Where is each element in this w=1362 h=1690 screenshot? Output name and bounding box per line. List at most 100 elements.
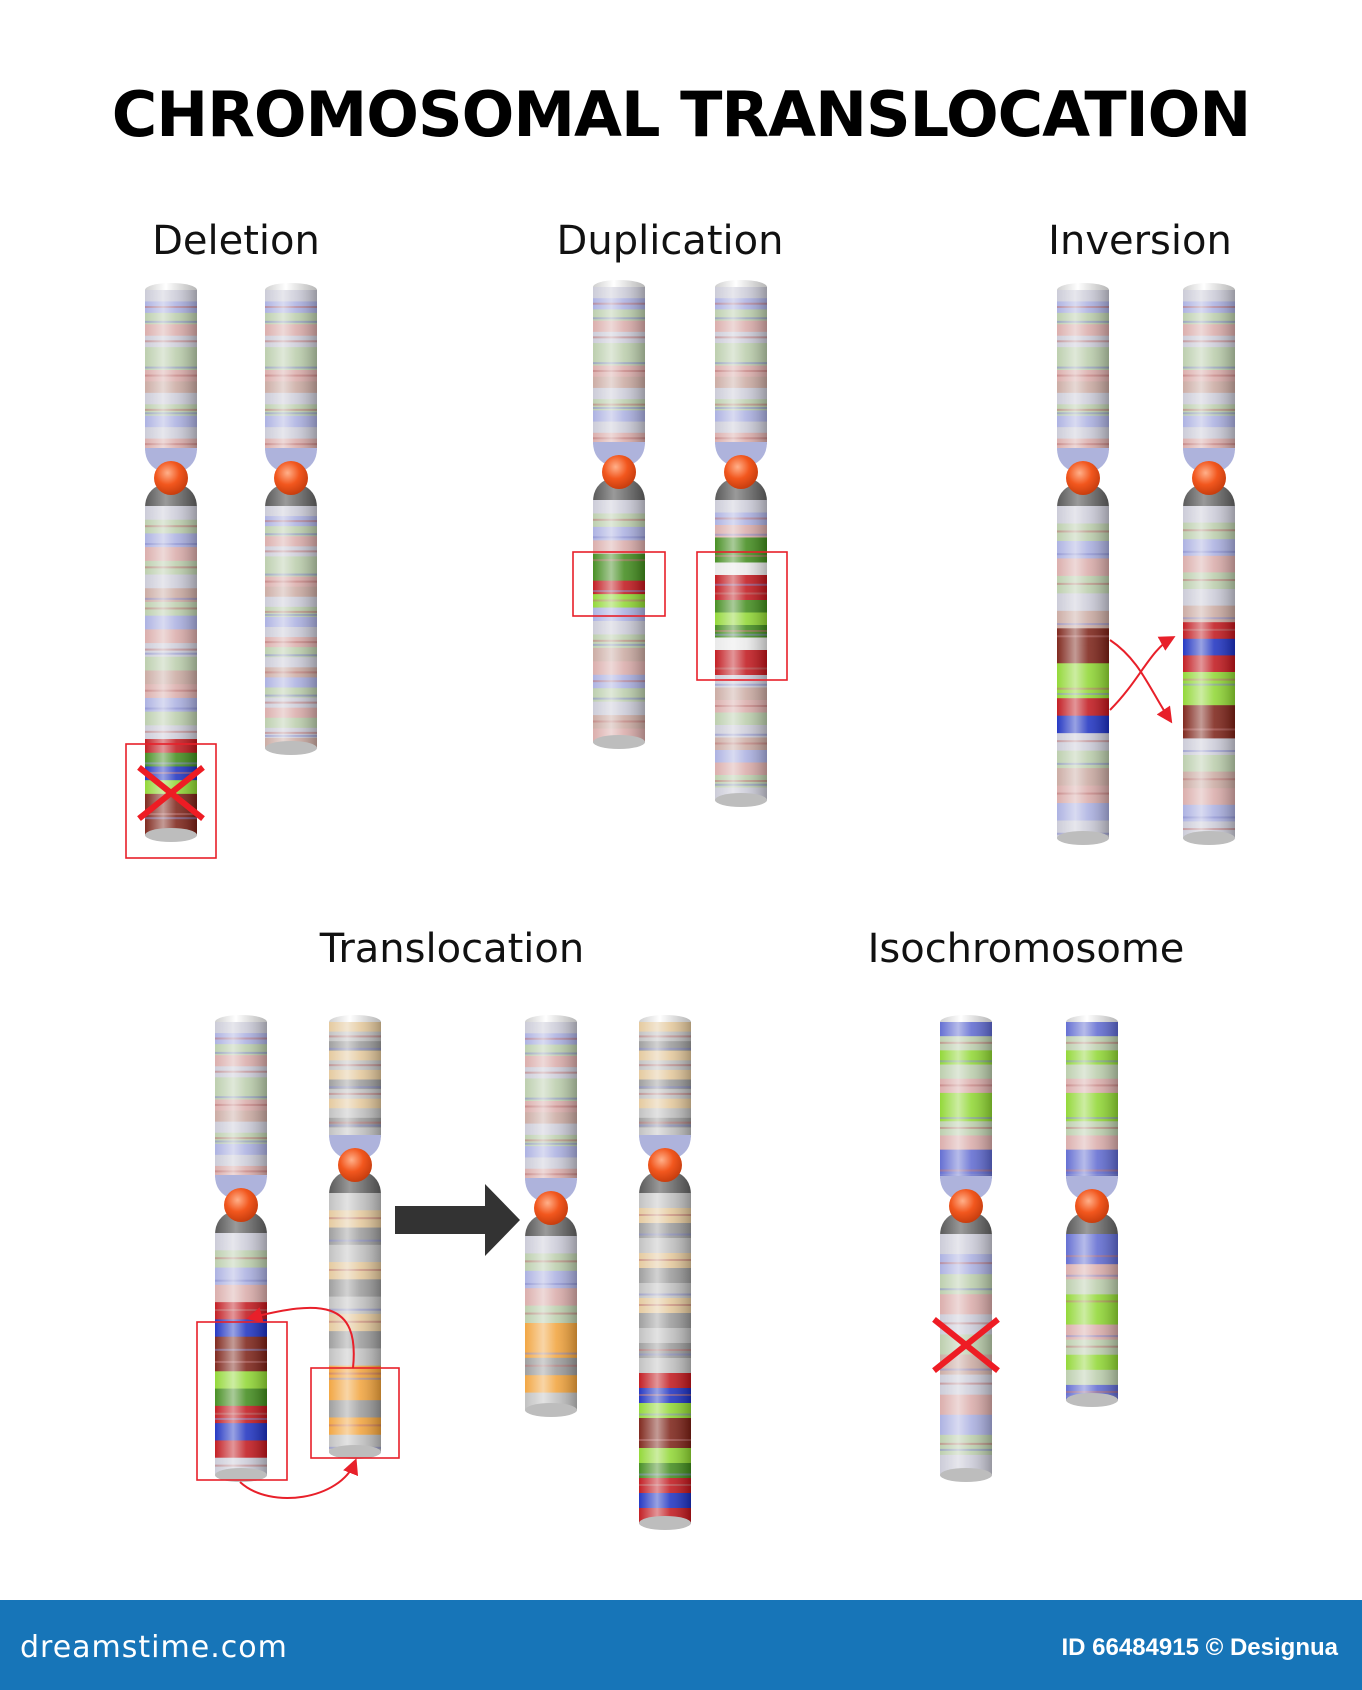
translocation-box-2 [310,1367,400,1459]
label-isochromosome: Isochromosome [867,926,1185,972]
inversion-result-p-neck [1183,448,1235,472]
isochromosome-original-bottom-cap [940,1468,992,1482]
footer-logo[interactable]: dreamstime.com [20,1630,288,1665]
translocation-a-q-neck [215,1211,267,1235]
footer-bar: dreamstime.com ID 66484915 © Designua [0,1600,1362,1690]
deletion-original-q-arm [145,506,197,836]
inversion-result-q-neck [1183,484,1235,508]
duplication-result-centromere [724,455,758,489]
inversion-arrow-2 [1109,636,1176,711]
isochromosome-result-q-neck [1066,1212,1118,1236]
duplication-result-p-neck [715,442,767,466]
translocation-arrow-1 [246,1306,355,1369]
deletion-result-q-arm [265,506,317,749]
chromosome-diagram [125,280,1235,1530]
translocation-result-b-bottom-cap [639,1516,691,1530]
translocation-result-a-p-neck [525,1178,577,1202]
duplication-original-bottom-cap [593,735,645,749]
duplication-result-p-arm [715,287,767,445]
isochromosome-original-p-neck [940,1176,992,1200]
inversion-result-q-arm [1183,506,1235,839]
deletion-box [125,743,217,859]
translocation-a-p-arm [215,1022,267,1178]
inversion-arrow-1 [1109,639,1173,724]
translocation-result-a-q-neck [525,1214,577,1238]
isochromosome-result-p-arm [1066,1022,1118,1179]
duplication-result-q-arm [715,500,767,801]
isochromosome-original-p-arm [940,1022,992,1179]
translocation-result-b-p-arm [639,1022,691,1138]
inversion-original-q-arm [1057,506,1109,839]
inversion-result-p-arm [1183,290,1235,451]
isochromosome-result-q-arm-shade [1066,1234,1118,1400]
isochromosome-cross-b [932,1317,1000,1373]
duplication-original-q-arm [593,500,645,743]
label-deletion: Deletion [152,218,320,264]
duplication-result-q-arm-shade [715,500,767,800]
translocation-box-1 [196,1321,288,1481]
translocation-result-a-p-arm [525,1022,577,1181]
translocation-result-b-q-arm-shade [639,1193,691,1523]
deletion-original-p-arm [145,290,197,451]
translocation-result-a-centromere [534,1191,568,1225]
deletion-original-q-neck [145,484,197,508]
translocation-a-q-arm [215,1233,267,1476]
inversion-original-p-arm [1057,290,1109,451]
deletion-original-p-neck [145,448,197,472]
duplication-result-bottom-cap [715,793,767,807]
page-title: CHROMOSOMAL TRANSLOCATION [111,78,1252,151]
deletion-cross-b [137,765,205,821]
translocation-b-q-arm [329,1193,381,1453]
duplication-original-p-arm-shade [593,287,645,444]
duplication-original-p-neck [593,442,645,466]
label-duplication: Duplication [556,218,784,264]
deletion-result-q-neck [265,484,317,508]
deletion-result-bottom-cap [265,741,317,755]
deletion-result-p-neck [265,448,317,472]
deletion-original-centromere [154,461,188,495]
deletion-result-centromere [274,461,308,495]
translocation-a-q-arm-shade [215,1233,267,1475]
translocation-result-b-p-neck [639,1135,691,1159]
translocation-b-p-arm-shade [329,1022,381,1137]
translocation-b-centromere [338,1148,372,1182]
deletion-result-p-arm-shade [265,290,317,450]
translocation-b-p-arm [329,1022,381,1138]
translocation-result-a-q-arm [525,1236,577,1411]
translocation-result-a-bottom-cap [525,1403,577,1417]
duplication-result-q-neck [715,478,767,502]
translocation-a-centromere [224,1188,258,1222]
inversion-original-p-neck [1057,448,1109,472]
label-translocation: Translocation [319,926,585,972]
isochromosome-original-centromere [949,1189,983,1223]
inversion-original-q-neck [1057,484,1109,508]
isochromosome-result-p-arm-shade [1066,1022,1118,1178]
isochromosome-result-p-neck [1066,1176,1118,1200]
isochromosome-original-p-arm-shade [940,1022,992,1178]
translocation-result-b-centromere [648,1148,682,1182]
isochromosome-result-bottom-cap [1066,1393,1118,1407]
deletion-original-p-arm-shade [145,290,197,450]
duplication-original-p-arm [593,287,645,445]
deletion-result-p-arm [265,290,317,451]
inversion-original-centromere [1066,461,1100,495]
inversion-result-p-arm-shade [1183,290,1235,450]
translocation-result-b-q-neck [639,1171,691,1195]
inversion-result-centromere [1192,461,1226,495]
footer-credit: ID 66484915 © Designua [1061,1634,1339,1661]
duplication-original-centromere [602,455,636,489]
inversion-result-bottom-cap [1183,831,1235,845]
deletion-original-bottom-cap [145,828,197,842]
duplication-original-q-neck [593,478,645,502]
isochromosome-original-q-neck [940,1212,992,1236]
translocation-result-b-q-arm [639,1193,691,1524]
inversion-original-q-arm-shade [1057,506,1109,838]
translocation-b-bottom-cap [329,1445,381,1459]
isochromosome-result-q-arm [1066,1234,1118,1401]
duplication-box-2 [696,551,788,681]
translocation-direction-arrow [395,1184,520,1256]
deletion-result-q-arm-shade [265,506,317,748]
isochromosome-result-centromere [1075,1189,1109,1223]
translocation-a-p-neck [215,1175,267,1199]
label-inversion: Inversion [1048,218,1232,264]
